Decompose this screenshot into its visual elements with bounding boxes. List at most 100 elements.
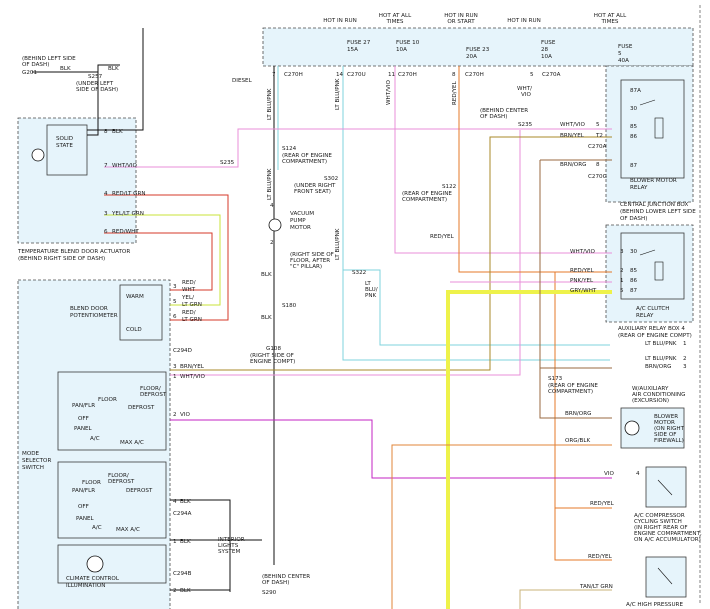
- mode-pos: DEFROST: [128, 405, 155, 411]
- right-wire-num: 2: [683, 356, 687, 362]
- blower-relay-label: BLOWER MOTOR: [630, 178, 677, 184]
- jb-title: (BEHIND LOWER LEFT SIDE: [620, 209, 696, 215]
- actuator-pin: 7: [104, 163, 108, 169]
- blend-door-sub: [119, 284, 163, 341]
- vp-pin: 4: [270, 203, 274, 209]
- ltblu-split: LT: [365, 281, 371, 287]
- s302-note: (UNDER RIGHT: [294, 183, 336, 189]
- aux-pin-num: 3: [620, 249, 624, 255]
- diesel-label: DIESEL: [232, 78, 253, 84]
- s302-note: FRONT SEAT): [294, 189, 331, 195]
- illumination-sub: [57, 544, 167, 584]
- ctrl-wire: WHT/VIO: [180, 374, 206, 380]
- illumination-label: CLIMATE CONTROL: [66, 576, 120, 582]
- fuse-name: FUSE: [541, 40, 556, 46]
- fuse-23-header: HOT IN RUN: [444, 13, 478, 19]
- g108-label: G108: [266, 346, 281, 352]
- mode-pos: FLOOR/: [108, 473, 129, 479]
- ctrl-wire: RED/: [182, 310, 196, 316]
- s122-note: (REAR OF ENGINE: [402, 191, 452, 197]
- s122-note: COMPARTMENT): [402, 197, 447, 203]
- mode-pos: OFF: [78, 416, 89, 422]
- splice-s122: S122: [442, 184, 456, 190]
- connector-label: C270U: [347, 72, 366, 78]
- mode-pos: FLOOR: [98, 397, 117, 403]
- high-pressure-label: A/C HIGH PRESSURE: [626, 602, 683, 608]
- fuse-10-header: TIMES: [386, 19, 404, 25]
- mode-pos: PAN/FLR: [72, 403, 95, 409]
- fuse-rating: 40A: [618, 58, 629, 64]
- mode-pos: MAX A/C: [116, 527, 140, 533]
- fuse-name: FUSE 10: [396, 40, 420, 46]
- ctrl-wire: BLK: [180, 588, 191, 594]
- wire-whtvio: WHT/: [517, 86, 532, 92]
- c294b-label: C294B: [173, 571, 192, 577]
- vacuum-pump-label: MOTOR: [290, 225, 311, 231]
- mode-pos: MAX A/C: [120, 440, 144, 446]
- vp-pin: 2: [270, 240, 274, 246]
- blend-door-label: BLEND DOOR: [70, 306, 108, 312]
- ctrl-wire: BLK: [180, 539, 191, 545]
- mode-pos: A/C: [92, 525, 102, 531]
- cycling-switch-label: ENGINE COMPARTMENT,: [634, 531, 702, 537]
- jb-title: OF DASH): [620, 216, 647, 222]
- wire-ltblu: LT BLU/PNK: [335, 78, 341, 110]
- splice-s180: S180: [282, 303, 297, 309]
- actuator-title: TEMPERATURE BLEND DOOR ACTUATOR: [17, 249, 130, 255]
- aux-title: (REAR OF ENGINE COMPT): [618, 333, 692, 339]
- s322-note: "C" PILLAR): [290, 264, 322, 270]
- jb-conn: C270A: [588, 144, 607, 150]
- relay-pin: 30: [630, 106, 638, 112]
- relay-pin: 85: [630, 124, 638, 130]
- s322-note: (RIGHT SIDE OF: [290, 252, 334, 258]
- g201-note: (BEHIND LEFT SIDE: [22, 56, 76, 62]
- ctrl-pin: 3: [173, 364, 177, 370]
- right-wire: LT BLU/PNK: [645, 341, 677, 347]
- blend-door-label: POTENTIOMETER: [70, 313, 118, 319]
- wire-whtvio: WHT/VIO: [386, 79, 392, 105]
- mode-pos: DEFROST: [126, 488, 153, 494]
- cs-pin: 4: [636, 471, 640, 477]
- aux-pin-num: 5: [620, 288, 624, 294]
- fuse-23-header: OR START: [447, 19, 475, 25]
- vacuum-pump-label: PUMP: [290, 218, 306, 224]
- cs-wire: VIO: [604, 471, 614, 477]
- actuator-wire: YEL/LT GRN: [111, 211, 144, 217]
- clutch-relay-label: A/C CLUTCH: [636, 306, 669, 312]
- g108-note: (RIGHT SIDE OF: [250, 353, 294, 359]
- fuse-28-header: HOT IN RUN: [507, 18, 541, 24]
- fuse-name: 5: [618, 51, 622, 57]
- fuse-name: 28: [541, 47, 549, 53]
- hp-wire: TAN/LT GRN: [579, 584, 613, 590]
- ctrl-pin: 2: [173, 588, 177, 594]
- fuse-name: FUSE 27: [347, 40, 371, 46]
- s257-note: (UNDER LEFT: [76, 81, 114, 87]
- pin-number: 14: [336, 72, 344, 78]
- solid-state-box: [46, 124, 88, 176]
- interior-lights-label: INTERIOR: [218, 537, 245, 543]
- fuse-rating: 10A: [396, 47, 407, 53]
- cycling-switch-label: A/C COMPRESSOR: [634, 513, 685, 519]
- connector-label: C270A: [542, 72, 561, 78]
- mode-pos: FLOOR: [82, 480, 101, 486]
- aux-pin-num: 2: [620, 268, 624, 274]
- mode-pos: FLOOR/: [140, 386, 161, 392]
- wire-redyel: RED/YEL: [452, 80, 458, 105]
- s257-note: SIDE OF DASH): [76, 87, 118, 93]
- bm-wire: ORG/BLK: [565, 438, 590, 444]
- actuator-wire: WHT/VIO: [112, 163, 138, 169]
- vacuum-pump-label: VACUUM: [290, 211, 314, 217]
- ctrl-wire: BLK: [180, 499, 191, 505]
- aux-ac-note: W/AUXILIARY: [632, 386, 669, 392]
- splice-s235: S235: [518, 122, 533, 128]
- ltblu-split: PNK: [365, 293, 377, 299]
- ctrl-wire: LT GRN: [182, 317, 202, 323]
- actuator-pin: 3: [104, 211, 108, 217]
- mode-pos: PANEL: [76, 516, 95, 522]
- aux-pin: 85: [630, 268, 638, 274]
- c294a-label: C294A: [173, 511, 192, 517]
- blower-motor-label: SIDE OF: [654, 432, 676, 438]
- aux-pin-num: 1: [620, 278, 624, 284]
- ctrl-wire: LT GRN: [182, 302, 202, 308]
- fuse-10-header: HOT AT ALL: [379, 13, 412, 19]
